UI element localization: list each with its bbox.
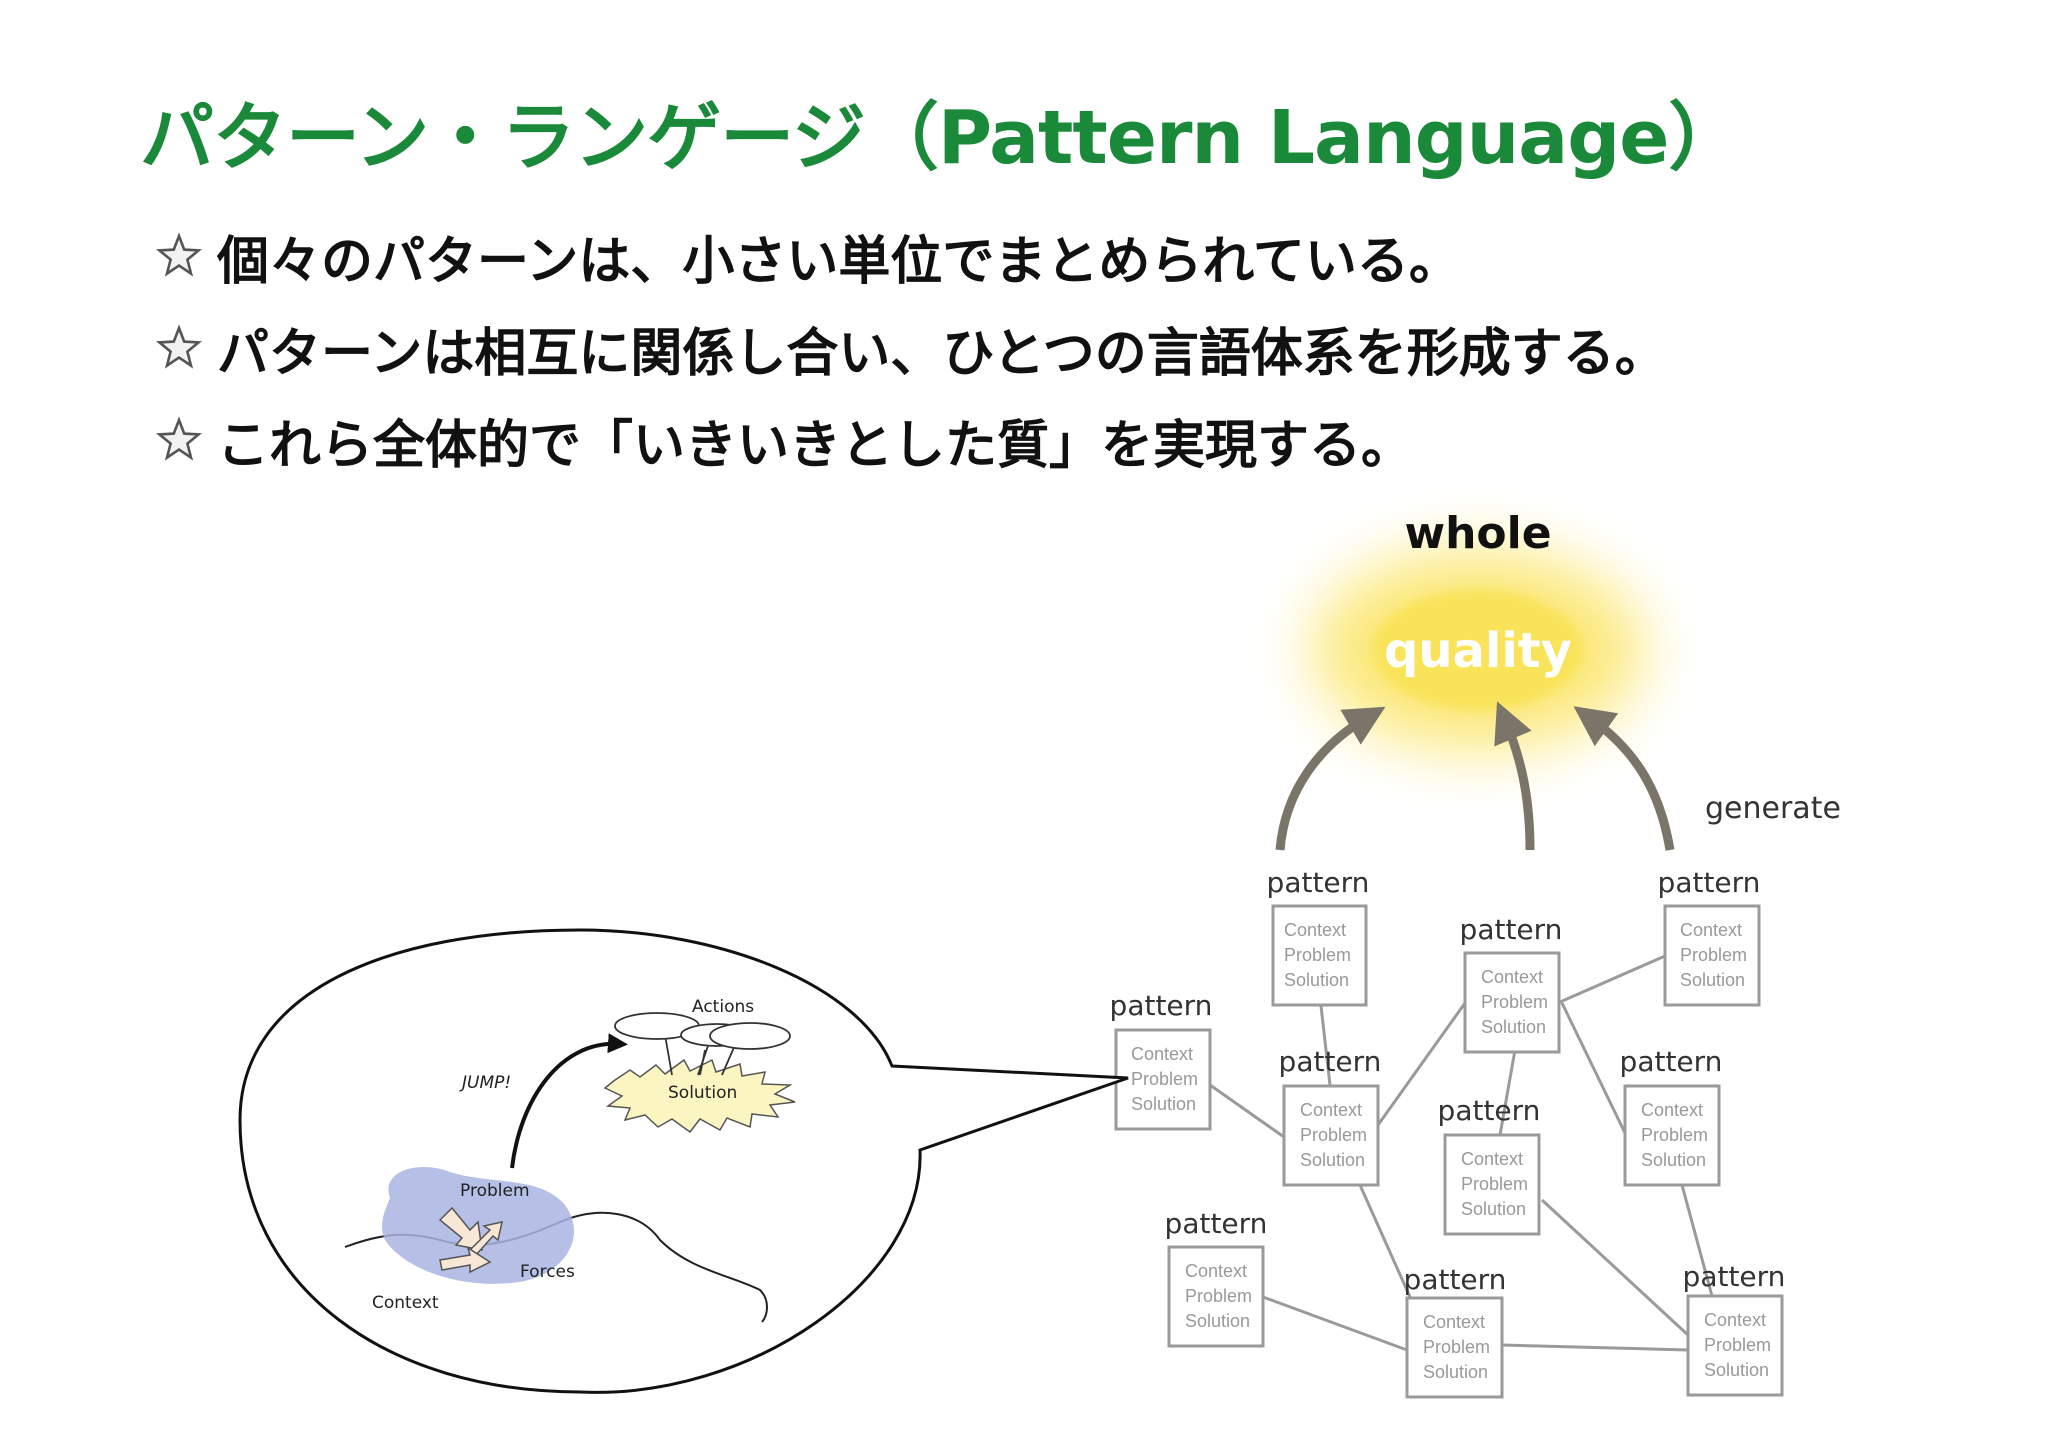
generate-arrow <box>1275 706 1386 851</box>
forces-label: Forces <box>520 1262 575 1282</box>
actions-label: Actions <box>692 997 754 1017</box>
box-solution: Solution <box>1461 1199 1526 1219</box>
box-problem: Problem <box>1423 1337 1490 1357</box>
box-context: Context <box>1704 1310 1766 1330</box>
pattern-node: pattern Context Problem Solution <box>1658 866 1761 1007</box>
context-label: Context <box>372 1293 439 1313</box>
pattern-node: pattern Context Problem Solution <box>1110 989 1213 1131</box>
box-problem: Problem <box>1300 1125 1367 1145</box>
speech-bubble <box>238 928 1129 1394</box>
pattern-node: pattern Context Problem Solution <box>1404 1263 1507 1399</box>
pattern-node: pattern Context Problem Solution <box>1267 866 1370 1007</box>
pattern-connections <box>1209 954 1714 1352</box>
pattern-label: pattern <box>1658 866 1761 899</box>
bullet-list: 個々のパターンは、小さい単位でまとめられている。 パターンは相互に関係し合い、ひ… <box>155 210 1667 486</box>
box-solution: Solution <box>1131 1094 1196 1114</box>
pattern-label: pattern <box>1683 1260 1786 1293</box>
box-solution: Solution <box>1423 1362 1488 1382</box>
box-context: Context <box>1131 1044 1193 1064</box>
action-shapes <box>614 1012 791 1076</box>
jump-arrow <box>510 1033 628 1169</box>
pattern-node: pattern Context Problem Solution <box>1165 1207 1268 1348</box>
box-problem: Problem <box>1284 945 1351 965</box>
box-problem: Problem <box>1131 1069 1198 1089</box>
box-solution: Solution <box>1300 1150 1365 1170</box>
bullet-text: これら全体的で「いきいきとした質」を実現する。 <box>217 415 1414 476</box>
whole-label: whole <box>1404 508 1551 559</box>
quality-glow <box>1313 550 1643 750</box>
solution-burst <box>603 1058 796 1134</box>
pattern-node: pattern Context Problem Solution <box>1438 1094 1541 1236</box>
box-solution: Solution <box>1680 970 1745 990</box>
generate-arrow <box>1573 706 1675 851</box>
box-context: Context <box>1423 1312 1485 1332</box>
pattern-label: pattern <box>1165 1207 1268 1240</box>
slide-title: パターン・ランゲージ（Pattern Language） <box>140 95 1742 181</box>
pattern-node: pattern Context Problem Solution <box>1620 1045 1723 1187</box>
box-problem: Problem <box>1481 992 1548 1012</box>
jump-label: JUMP! <box>459 1073 511 1093</box>
star-icon <box>155 416 203 461</box>
pattern-label: pattern <box>1279 1045 1382 1078</box>
box-context: Context <box>1461 1149 1523 1169</box>
bullet-item: パターンは相互に関係し合い、ひとつの言語体系を形成する。 <box>155 302 1667 394</box>
box-problem: Problem <box>1704 1335 1771 1355</box>
pattern-node: pattern Context Problem Solution <box>1279 1045 1382 1187</box>
box-context: Context <box>1680 920 1742 940</box>
bullet-item: 個々のパターンは、小さい単位でまとめられている。 <box>155 210 1667 302</box>
pattern-label: pattern <box>1110 989 1213 1022</box>
pattern-node: pattern Context Problem Solution <box>1683 1260 1786 1397</box>
box-context: Context <box>1185 1261 1247 1281</box>
box-problem: Problem <box>1461 1174 1528 1194</box>
box-solution: Solution <box>1185 1311 1250 1331</box>
pattern-label: pattern <box>1404 1263 1507 1296</box>
box-context: Context <box>1481 967 1543 987</box>
box-problem: Problem <box>1185 1286 1252 1306</box>
bullet-text: パターンは相互に関係し合い、ひとつの言語体系を形成する。 <box>217 323 1667 384</box>
generate-label: generate <box>1705 791 1841 826</box>
pattern-label: pattern <box>1267 866 1370 899</box>
problem-label: Problem <box>460 1181 530 1201</box>
box-problem: Problem <box>1641 1125 1708 1145</box>
box-problem: Problem <box>1680 945 1747 965</box>
box-context: Context <box>1300 1100 1362 1120</box>
box-context: Context <box>1284 920 1346 940</box>
box-solution: Solution <box>1284 970 1349 990</box>
box-solution: Solution <box>1481 1017 1546 1037</box>
box-context: Context <box>1641 1100 1703 1120</box>
pattern-label: pattern <box>1460 913 1563 946</box>
solution-label: Solution <box>668 1083 737 1103</box>
quality-label: quality <box>1384 623 1572 679</box>
forces-arrows <box>438 1206 503 1274</box>
star-icon <box>155 324 203 369</box>
pattern-node: pattern Context Problem Solution <box>1460 913 1563 1054</box>
generate-arrow <box>1494 701 1535 851</box>
pattern-label: pattern <box>1620 1045 1723 1078</box>
star-icon <box>155 232 203 277</box>
bullet-item: これら全体的で「いきいきとした質」を実現する。 <box>155 394 1667 486</box>
box-solution: Solution <box>1641 1150 1706 1170</box>
bullet-text: 個々のパターンは、小さい単位でまとめられている。 <box>217 231 1461 292</box>
pattern-label: pattern <box>1438 1094 1541 1127</box>
box-solution: Solution <box>1704 1360 1769 1380</box>
